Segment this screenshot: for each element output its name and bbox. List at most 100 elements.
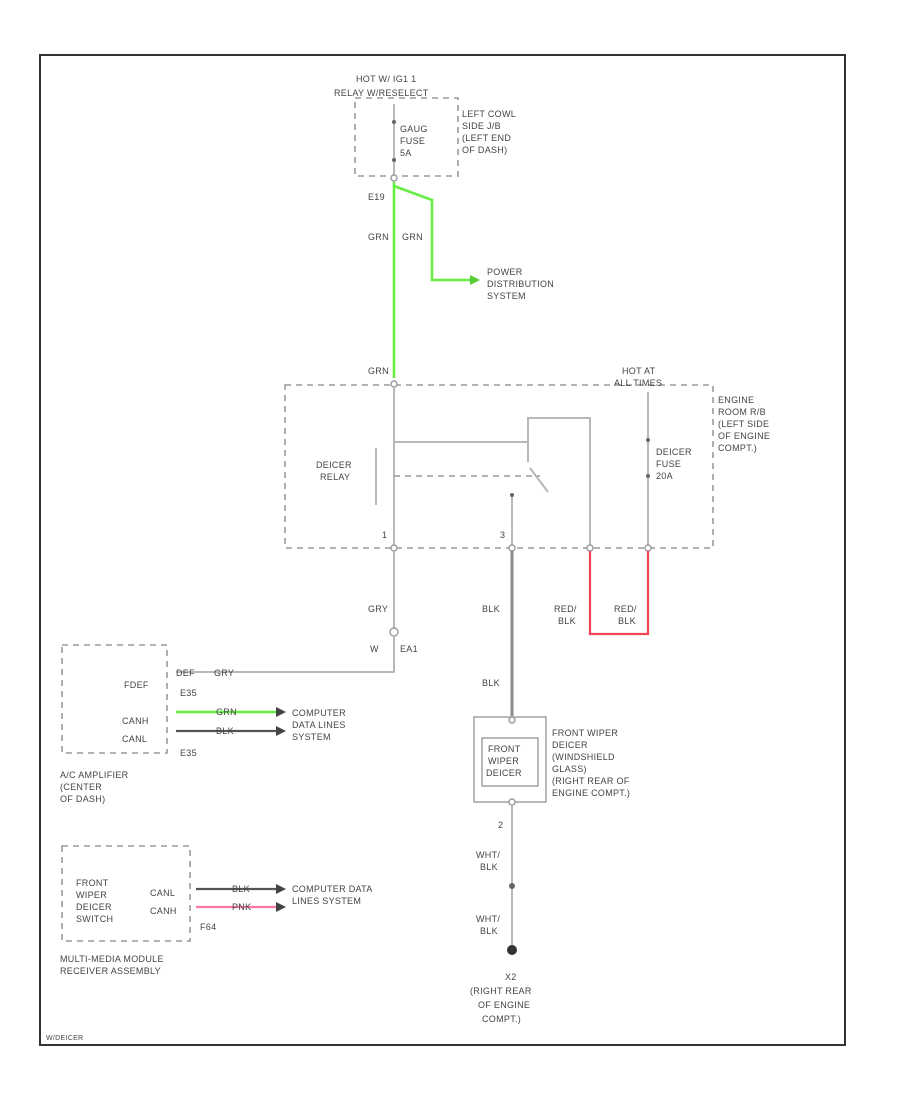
label-fwd-4: GLASS) <box>552 764 587 774</box>
label-whtblk-b1: WHT/ <box>476 914 500 924</box>
sw-canh-arrow-icon <box>276 902 286 912</box>
label-ground-3: OF ENGINE <box>478 1000 530 1010</box>
connector-deicer-top <box>508 716 516 724</box>
engine-rb-outline <box>284 384 714 549</box>
front-wiper-switch-outline <box>61 845 191 942</box>
wire-red-blk <box>588 551 650 636</box>
label-deicer-relay-2: RELAY <box>320 472 350 482</box>
label-left-cowl-4: OF DASH) <box>462 145 507 155</box>
label-ea1-pin: W <box>370 644 379 654</box>
canh-arrow-icon <box>276 707 286 717</box>
label-hot-relay: HOT W/ IG1 1 <box>356 74 416 84</box>
label-power-1: POWER <box>487 267 523 277</box>
wire-relay-return <box>527 417 591 548</box>
label-pin-out: DEF <box>176 668 195 678</box>
label-fwd-box-2: WIPER <box>488 756 519 766</box>
splice-dot <box>509 883 515 889</box>
connector-e19 <box>390 174 398 182</box>
label-fwd-box-1: FRONT <box>488 744 521 754</box>
label-canl: CANL <box>122 734 147 744</box>
label-fwd-1: FRONT WIPER <box>552 728 618 738</box>
diagram-frame <box>39 54 846 1046</box>
label-whtblk-a2: BLK <box>480 862 498 872</box>
label-power-2: DISTRIBUTION <box>487 279 554 289</box>
relay-box-outline <box>354 97 459 177</box>
label-gauge-3: 5A <box>400 148 412 158</box>
label-redblk-a1: RED/ <box>554 604 577 614</box>
ground-icon <box>507 945 517 955</box>
power-arrow-icon <box>470 275 480 285</box>
ac-amplifier-outline <box>61 644 168 754</box>
label-grn-a: GRN <box>368 232 389 242</box>
relay-contact-dot <box>510 493 514 497</box>
label-fdef: FDEF <box>124 680 149 690</box>
wire-relay-arm <box>529 467 549 493</box>
canl-arrow-icon <box>276 726 286 736</box>
label-blk-b: BLK <box>482 678 500 688</box>
label-ac-2: (CENTER <box>60 782 102 792</box>
label-left-cowl-1: LEFT COWL <box>462 109 516 119</box>
label-comp-1b: DATA LINES <box>292 720 346 730</box>
label-sw-4: SWITCH <box>76 914 113 924</box>
label-eng-1: ENGINE <box>718 395 754 405</box>
connector-relay-out-1 <box>390 544 398 552</box>
label-redblk-a2: BLK <box>558 616 576 626</box>
connector-fuse-out-b <box>644 544 652 552</box>
label-fwd-2: DEICER <box>552 740 588 750</box>
label-ground-2: (RIGHT REAR <box>470 986 532 996</box>
label-ea1: EA1 <box>400 644 418 654</box>
label-sw-1: FRONT <box>76 878 109 888</box>
label-gry-d: GRY <box>368 604 388 614</box>
wire-gry-to-amp <box>176 636 395 673</box>
label-fwd-3: (WINDSHIELD <box>552 752 615 762</box>
label-eng-5: COMPT.) <box>718 443 757 453</box>
label-whtblk-b2: BLK <box>480 926 498 936</box>
label-f64: F64 <box>200 922 216 932</box>
label-comp-1a: COMPUTER <box>292 708 346 718</box>
wire-grn-power-branch <box>393 184 470 282</box>
fuse-deicer-bottom-dot <box>646 474 650 478</box>
label-power-3: SYSTEM <box>487 291 526 301</box>
label-ac-1: A/C AMPLIFIER <box>60 770 129 780</box>
label-comp-1c: SYSTEM <box>292 732 331 742</box>
label-deicer-relay-1: DEICER <box>316 460 352 470</box>
label-hot-at-1: HOT AT <box>622 366 656 376</box>
label-deicer-fuse-1: DEICER <box>656 447 692 457</box>
label-hot-at-2: ALL TIMES <box>614 378 662 388</box>
label-ground-1: X2 <box>505 972 517 982</box>
label-mm-2: RECEIVER ASSEMBLY <box>60 966 161 976</box>
label-redblk-b1: RED/ <box>614 604 637 614</box>
label-sw-canl: CANL <box>150 888 175 898</box>
connector-fuse-out-a <box>586 544 594 552</box>
label-sw-2: WIPER <box>76 890 107 900</box>
label-gauge-2: FUSE <box>400 136 425 146</box>
label-redblk-b2: BLK <box>618 616 636 626</box>
label-grn-b: GRN <box>402 232 423 242</box>
label-sw-blk: BLK <box>232 884 250 894</box>
label-eng-4: OF ENGINE <box>718 431 770 441</box>
label-deicer-fuse-2: FUSE <box>656 459 681 469</box>
label-figure-id: W/DEICER <box>46 1035 83 1042</box>
label-fwd-5: (RIGHT REAR OF <box>552 776 630 786</box>
label-ground-4: COMPT.) <box>482 1014 521 1024</box>
label-pin3: 3 <box>500 530 505 540</box>
label-comp-2b: LINES SYSTEM <box>292 896 361 906</box>
connector-relay-out-3 <box>508 544 516 552</box>
connector-relay-in <box>390 380 398 388</box>
label-grn-c: GRN <box>368 366 389 376</box>
label-mm-1: MULTI-MEDIA MODULE <box>60 954 164 964</box>
fuse-gauge-bottom-dot <box>392 158 396 162</box>
label-gauge-1: GAUG <box>400 124 428 134</box>
label-sw-canh: CANH <box>150 906 177 916</box>
connector-deicer-bottom <box>508 798 516 806</box>
label-sw-pnk: PNK <box>232 902 251 912</box>
fuse-gauge-top-dot <box>392 120 396 124</box>
label-e35-a: E35 <box>180 688 197 698</box>
label-eng-2: ROOM R/B <box>718 407 766 417</box>
label-pin-grn: GRY <box>214 668 234 678</box>
label-ac-3: OF DASH) <box>60 794 105 804</box>
label-pin1: 1 <box>382 530 387 540</box>
label-left-cowl-2: SIDE J/B <box>462 121 501 131</box>
connector-ea1 <box>389 627 399 637</box>
